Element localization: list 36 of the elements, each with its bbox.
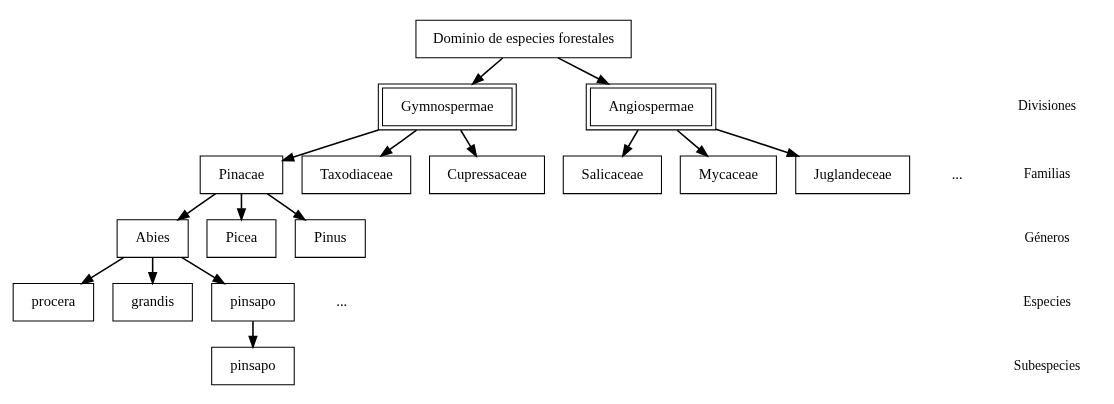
label: Géneros	[1024, 229, 1070, 245]
node-label: ...	[951, 165, 963, 182]
arrow	[176, 192, 217, 221]
arrow	[715, 127, 801, 157]
label: Especies	[1023, 293, 1071, 309]
label: Subespecies	[1013, 357, 1081, 373]
node-box: Pinus	[294, 218, 366, 258]
node-box: grandis	[112, 282, 193, 322]
label: Familias	[1023, 165, 1071, 181]
arrow	[557, 56, 611, 85]
node-box: Abies	[116, 218, 189, 258]
node-box: procera	[12, 282, 95, 322]
node-box: pinsapo	[211, 282, 295, 322]
arrow	[379, 128, 418, 157]
arrow	[676, 128, 710, 157]
node-box: Taxodiaceae	[301, 155, 412, 194]
arrow	[180, 256, 227, 285]
node-box: Juglandeceae	[795, 155, 911, 194]
arrow	[80, 256, 125, 285]
node-box: Cupressaceae	[429, 155, 545, 194]
label: Divisiones	[1017, 97, 1077, 113]
arrow	[266, 192, 307, 221]
node-box: Dominio de especies forestales	[415, 19, 632, 58]
node-box: pinsapo	[211, 346, 295, 385]
arrow	[248, 319, 258, 349]
node-box: Pinacae	[199, 155, 284, 194]
node-box: Mycaceae	[679, 155, 777, 194]
node-box: Angiospermae	[585, 82, 717, 130]
arrow	[280, 128, 380, 162]
node-box: Picea	[206, 218, 277, 258]
arrow	[621, 128, 639, 158]
node-label: ...	[336, 292, 348, 309]
node-box: Gymnospermae	[377, 82, 517, 130]
node-box: Salicaceae	[562, 155, 662, 194]
arrow	[459, 128, 478, 158]
arrow	[470, 56, 504, 85]
